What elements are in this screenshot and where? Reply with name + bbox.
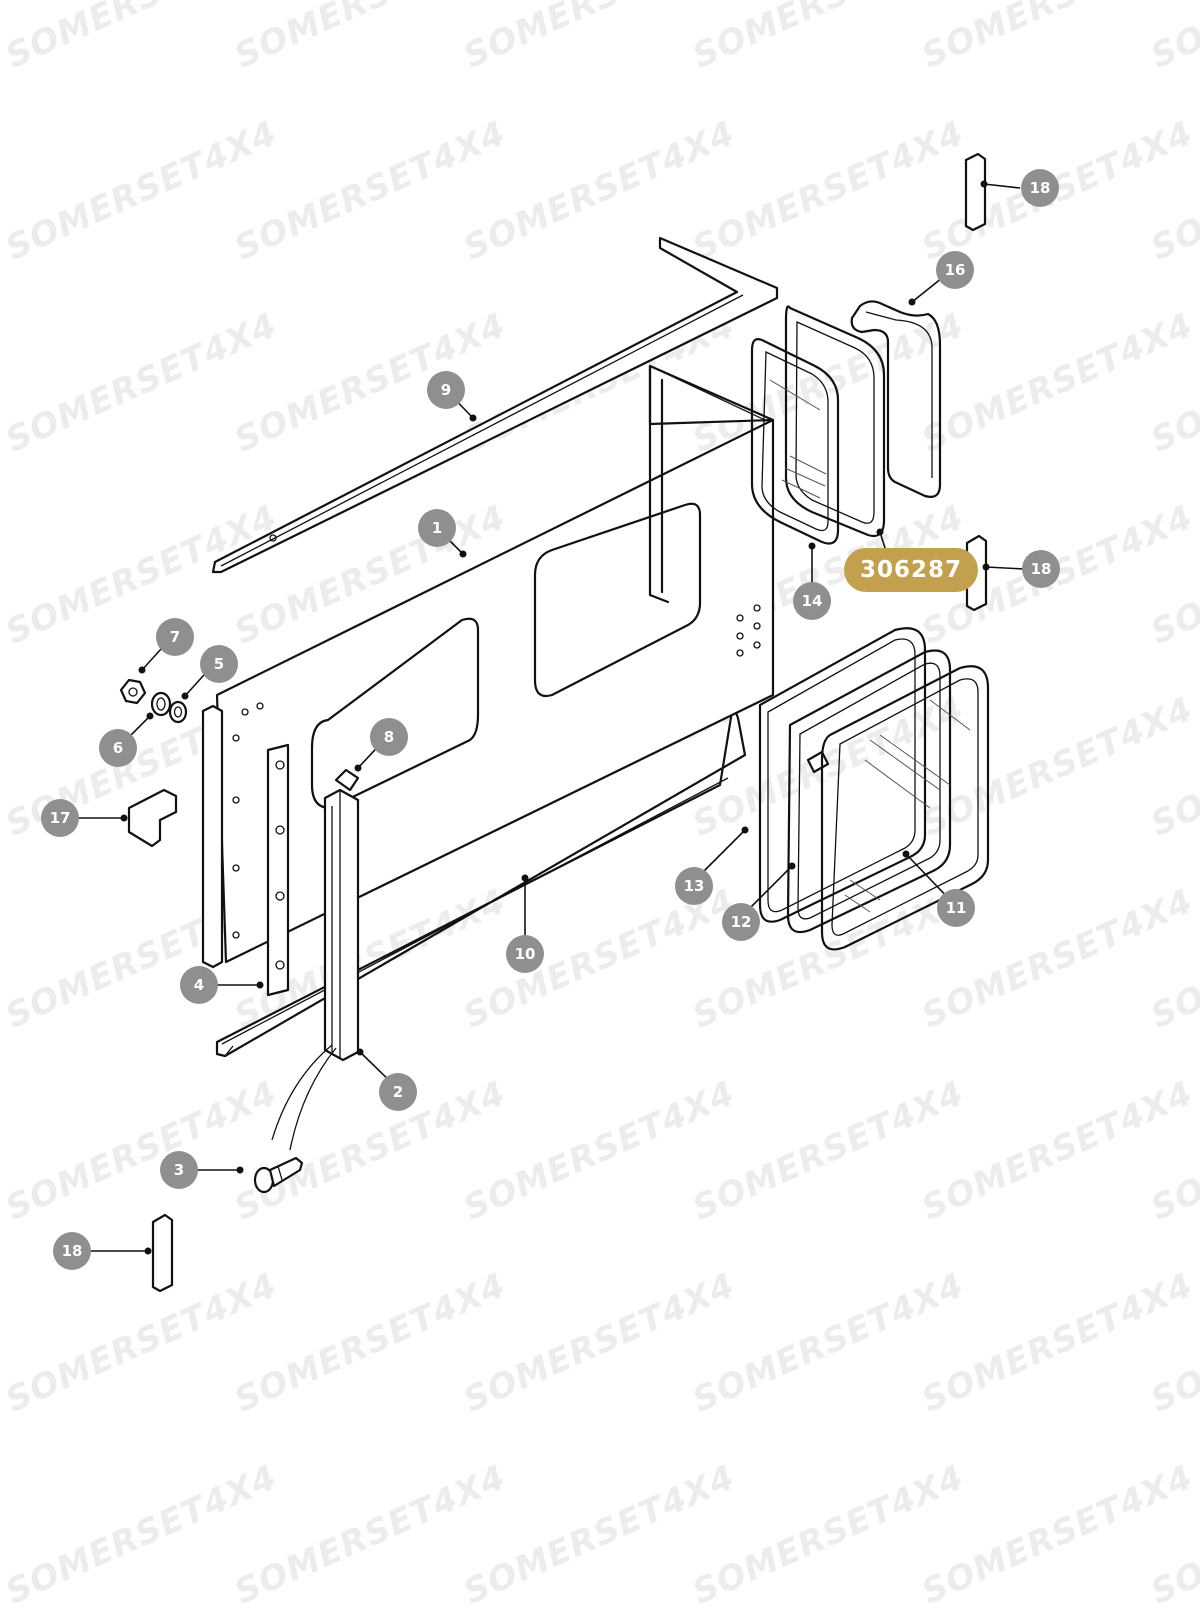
- callout-9[interactable]: 9: [427, 371, 465, 409]
- part-18-block-bottom: [151, 1213, 174, 1293]
- part-5-washer: [168, 700, 188, 724]
- part-4-seal-strip: [201, 704, 290, 997]
- part-14-small-window: [750, 305, 886, 545]
- part-10-bottom-channel: [215, 703, 747, 1058]
- callout-5[interactable]: 5: [200, 645, 238, 683]
- callout-18-bottom[interactable]: 18: [53, 1232, 91, 1270]
- callout-8[interactable]: 8: [370, 718, 408, 756]
- part-13-outer-seal: [758, 627, 927, 923]
- callout-4[interactable]: 4: [180, 966, 218, 1004]
- part-number-badge[interactable]: 306287: [844, 548, 978, 592]
- part-8-clip: [334, 768, 360, 792]
- callout-7[interactable]: 7: [156, 618, 194, 656]
- part-9-top-channel: [211, 236, 779, 574]
- callout-2[interactable]: 2: [379, 1073, 417, 1111]
- callout-17[interactable]: 17: [41, 799, 79, 837]
- part-17-corner-block: [127, 788, 178, 848]
- callout-18-top[interactable]: 18: [1021, 169, 1059, 207]
- callout-14[interactable]: 14: [793, 582, 831, 620]
- part-2-vertical-post: [271, 788, 360, 1151]
- callout-12[interactable]: 12: [722, 903, 760, 941]
- part-3-screw: [253, 1156, 304, 1194]
- callout-18-middle[interactable]: 18: [1022, 550, 1060, 588]
- callout-11[interactable]: 11: [937, 889, 975, 927]
- callout-1[interactable]: 1: [418, 509, 456, 547]
- part-16-seal: [850, 300, 942, 498]
- part-18-block-top: [964, 152, 987, 232]
- part-11-glass: [820, 665, 990, 951]
- callout-16[interactable]: 16: [936, 251, 974, 289]
- part-12-frame: [786, 649, 952, 934]
- part-6-washer: [150, 691, 172, 717]
- callout-3[interactable]: 3: [160, 1151, 198, 1189]
- callout-10[interactable]: 10: [506, 935, 544, 973]
- callout-6[interactable]: 6: [99, 729, 137, 767]
- callout-13[interactable]: 13: [675, 867, 713, 905]
- part-7-nut: [119, 678, 147, 705]
